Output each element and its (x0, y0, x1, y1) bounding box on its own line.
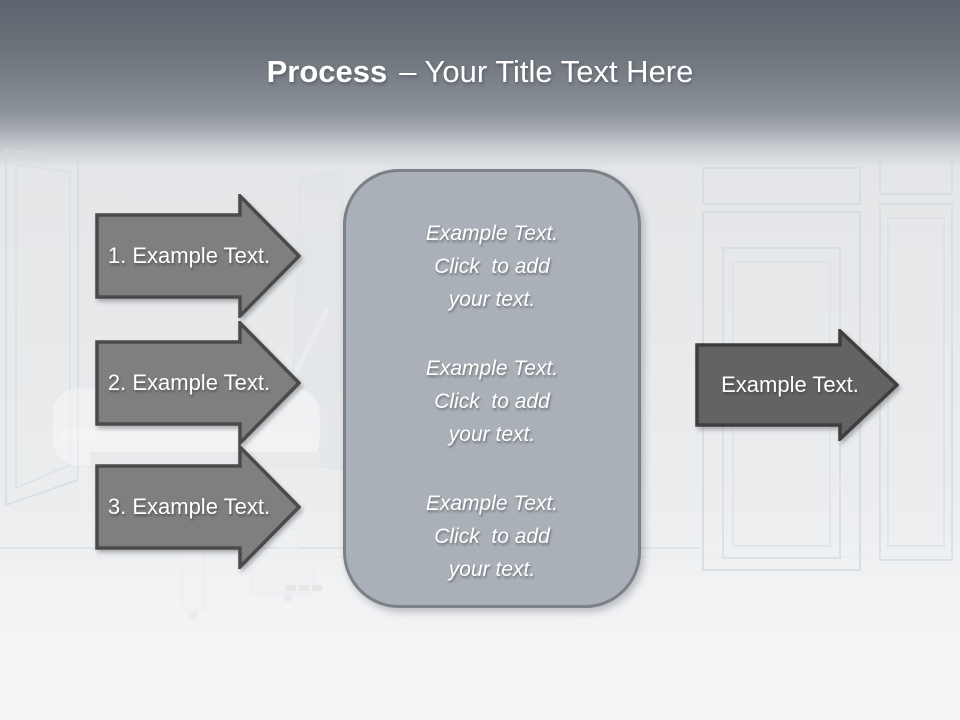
text-line: your text. (448, 423, 536, 446)
arrow-3-label: 3. Example Text. (107, 494, 271, 519)
text-line: Click to add (434, 390, 550, 413)
title-keyword: Process (266, 54, 388, 89)
text-line: Example Text. (425, 492, 559, 515)
text-line: Example Text. (425, 222, 559, 245)
example-text-panel[interactable]: Example Text. Click to add your text. Ex… (343, 169, 641, 608)
slide-title[interactable]: Process – Your Title Text Here (0, 54, 960, 90)
arrow-1-label: 1. Example Text. (107, 243, 271, 268)
process-arrow-1[interactable]: 1. Example Text. (95, 194, 301, 318)
output-arrow-label: Example Text. (721, 372, 859, 397)
text-line: Click to add (434, 525, 550, 548)
process-arrow-2[interactable]: 2. Example Text. (95, 321, 301, 445)
arrow-right-shape (95, 445, 301, 569)
text-block-2: Example Text. Click to add your text. (426, 352, 558, 451)
text-line: Example Text. (425, 357, 559, 380)
process-arrow-3[interactable]: 3. Example Text. (95, 445, 301, 569)
process-arrow-output[interactable]: Example Text. (695, 329, 899, 441)
text-line: your text. (448, 288, 536, 311)
title-band (0, 0, 960, 168)
text-line: Click to add (434, 255, 550, 278)
text-line: your text. (448, 558, 536, 581)
text-block-3: Example Text. Click to add your text. (426, 487, 558, 586)
arrow-right-shape (695, 329, 899, 441)
arrow-2-label: 2. Example Text. (107, 370, 271, 395)
title-subtitle: – Your Title Text Here (399, 54, 694, 89)
text-block-1: Example Text. Click to add your text. (426, 217, 558, 316)
arrow-right-shape (95, 321, 301, 445)
arrow-right-shape (95, 194, 301, 318)
